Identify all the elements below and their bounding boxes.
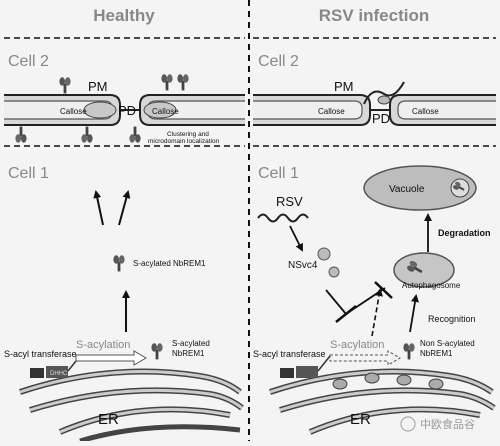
left-er-label: ER — [98, 411, 119, 428]
left-s-acylated-top: S-acylated NbREM1 — [133, 259, 206, 268]
right-non-s-acylated-2: NbREM1 — [420, 349, 453, 358]
right-nsvc4-blob-1 — [317, 247, 331, 261]
left-s-acylated-bottom-2: NbREM1 — [172, 349, 205, 358]
left-s-acyl-transferase: S-acyl transferase — [4, 349, 77, 359]
right-inhibit-bar-2 — [374, 281, 393, 299]
left-s-acylation-label: S-acylation — [76, 339, 130, 351]
left-clustering-2: microdomain localization — [148, 138, 220, 145]
watermark-text: 中欧食品谷 — [420, 417, 475, 431]
right-er-label: ER — [350, 411, 371, 428]
right-s-acylation-arrow — [329, 350, 401, 366]
right-er — [269, 368, 496, 435]
left-arrow-up-1 — [93, 190, 104, 226]
healthy-title: Healthy — [93, 6, 155, 25]
right-nsvc4-label: NSvc4 — [288, 260, 318, 271]
right-cell2-label: Cell 2 — [258, 53, 299, 70]
right-autophagosome — [393, 252, 455, 288]
left-s-acylated-bottom-1: S-acylated — [172, 339, 210, 348]
left-cell2-label: Cell 2 — [8, 53, 49, 70]
rsv-infection-title: RSV infection — [319, 6, 430, 25]
right-arrow-recognition — [409, 294, 419, 333]
left-pm-label: PM — [88, 79, 108, 94]
right-cell1-label: Cell 1 — [258, 165, 299, 182]
right-rsv-wave — [257, 213, 309, 223]
left-transferase-protein-2 — [46, 366, 68, 378]
left-callose-left: Callose — [60, 107, 87, 116]
right-vacuole — [363, 165, 477, 211]
wechat-logo-icon — [400, 416, 416, 432]
right-non-s-acylated-1: Non S-acylated — [420, 339, 475, 348]
right-pm-label: PM — [334, 79, 354, 94]
right-virus-in-pd — [363, 81, 405, 105]
right-callose-right: Callose — [412, 107, 439, 116]
svg-text:DHHC: DHHC — [50, 371, 68, 377]
right-degradation-label: Degradation — [438, 228, 491, 238]
right-plasma-membrane — [253, 94, 496, 126]
right-autophagosome-label: Autophagosome — [402, 281, 461, 290]
left-s-acylation-arrow — [75, 350, 147, 366]
left-arrow-up-2 — [118, 190, 131, 226]
right-inhibit-line — [325, 289, 347, 315]
right-s-acylation-label: S-acylation — [330, 339, 384, 351]
right-arrow-rsv-nsvc4 — [289, 225, 303, 252]
left-callose-right: Callose — [152, 107, 179, 116]
left-plasma-membrane — [4, 94, 245, 126]
left-pd-label: PD — [118, 103, 136, 118]
left-cell1-label: Cell 1 — [8, 165, 49, 182]
left-transferase-protein — [30, 368, 44, 378]
right-pd-label: PD — [372, 111, 390, 126]
right-rsv-label: RSV — [276, 194, 303, 209]
right-s-acyl-transferase: S-acyl transferase — [253, 349, 326, 359]
left-clustering-1: Clustering and — [167, 131, 209, 138]
left-er — [19, 368, 244, 444]
right-vacuole-label: Vacuole — [389, 184, 425, 195]
right-nsvc4-blob-2 — [328, 266, 340, 278]
right-callose-left: Callose — [318, 107, 345, 116]
right-recognition-label: Recognition — [428, 314, 476, 324]
